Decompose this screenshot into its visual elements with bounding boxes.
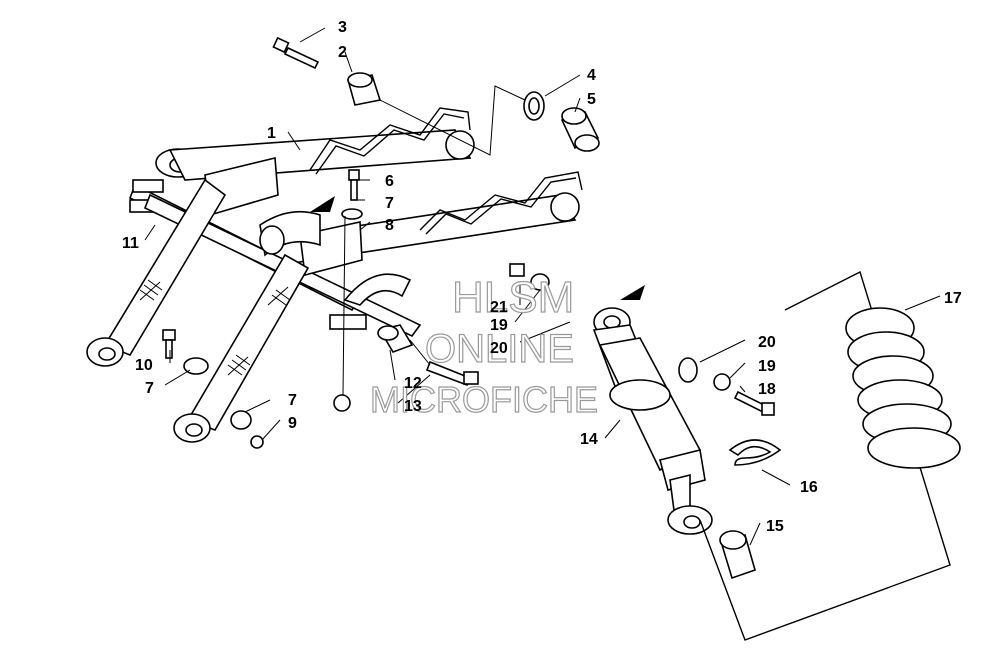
callout-9: 9 bbox=[288, 415, 297, 432]
callout-4: 4 bbox=[587, 67, 596, 84]
callout-17: 17 bbox=[944, 290, 962, 307]
watermark-line-1: HLSM bbox=[452, 273, 574, 322]
callout-8: 8 bbox=[385, 217, 394, 234]
callout-1: 1 bbox=[267, 125, 276, 142]
shock-absorber bbox=[592, 307, 713, 535]
watermark-line-3: MICROFICHE bbox=[370, 379, 598, 420]
callout-7-lower: 7 bbox=[288, 392, 297, 409]
callout-20-upper: 20 bbox=[490, 340, 508, 357]
watermark-line-2: ONLINE bbox=[425, 327, 574, 371]
callout-10: 10 bbox=[135, 357, 153, 374]
callout-6: 6 bbox=[385, 173, 394, 190]
callout-21: 21 bbox=[490, 299, 508, 316]
swing-arm bbox=[86, 107, 583, 443]
callout-18: 18 bbox=[758, 381, 776, 398]
callout-3: 3 bbox=[338, 19, 347, 36]
callout-12: 12 bbox=[404, 375, 422, 392]
bushing-2 bbox=[346, 72, 382, 106]
callout-2: 2 bbox=[338, 44, 347, 61]
direction-arrow-icon bbox=[310, 196, 335, 212]
bolt-3 bbox=[272, 36, 320, 70]
spring-clip-16 bbox=[728, 439, 782, 466]
callout-5: 5 bbox=[587, 91, 596, 108]
callout-20-right: 20 bbox=[758, 334, 776, 351]
callout-13: 13 bbox=[404, 398, 422, 415]
callout-7-left: 7 bbox=[145, 380, 154, 397]
sleeve-5 bbox=[560, 107, 600, 152]
callout-19-right: 19 bbox=[758, 358, 776, 375]
direction-arrow-icon bbox=[620, 285, 645, 300]
callout-7-upper: 7 bbox=[385, 195, 394, 212]
coil-spring bbox=[845, 307, 961, 469]
callout-16: 16 bbox=[800, 479, 818, 496]
callout-15: 15 bbox=[766, 518, 784, 535]
callout-14: 14 bbox=[580, 431, 598, 448]
callout-11: 11 bbox=[122, 235, 139, 252]
callout-19-upper: 19 bbox=[490, 317, 508, 334]
